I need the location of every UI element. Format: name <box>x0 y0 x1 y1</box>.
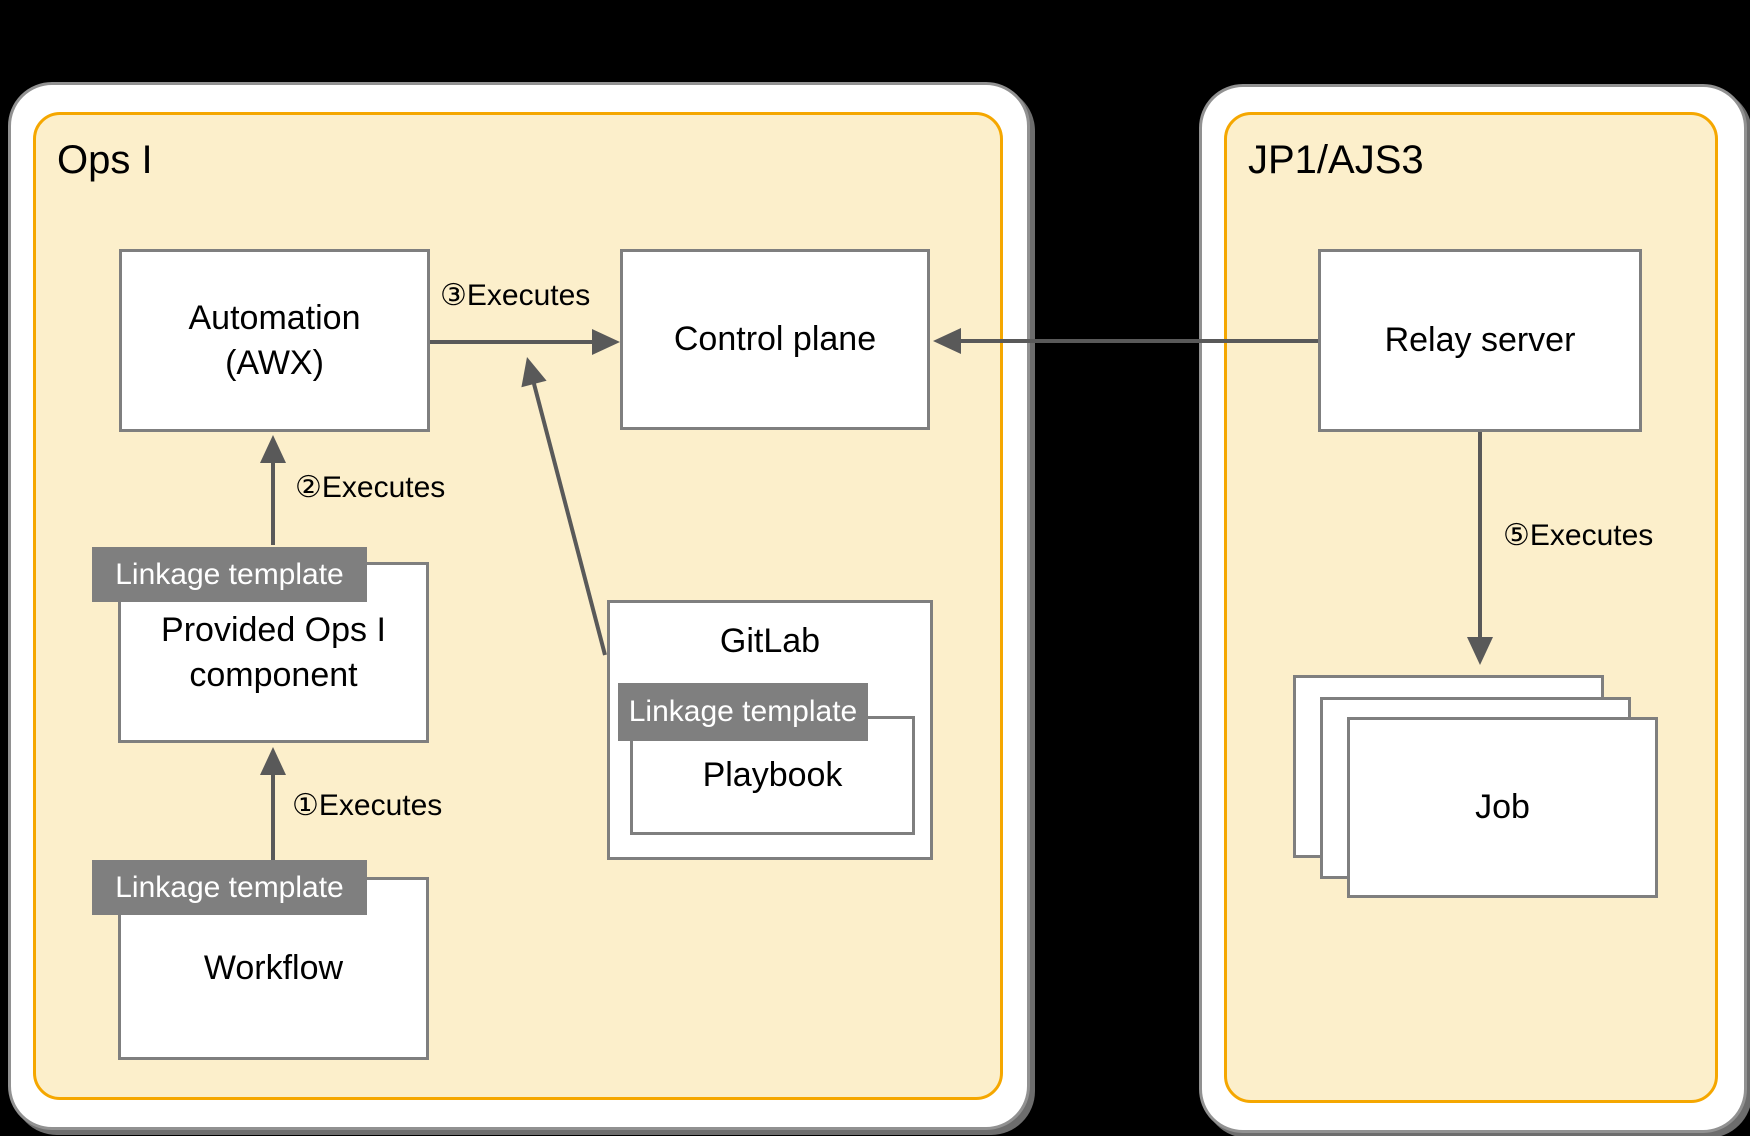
ops-i-title: Ops I <box>57 138 153 182</box>
gitlab-label: GitLab <box>719 622 821 660</box>
control-plane-box: Control plane <box>620 249 930 430</box>
relay-server-box: Relay server <box>1318 249 1642 432</box>
linkage-template-tag-playbook: Linkage template <box>618 683 868 741</box>
step1-executes-label: ①Executes <box>292 789 443 822</box>
step2-executes-label: ②Executes <box>295 471 446 504</box>
linkage-template-tag-workflow: Linkage template <box>92 860 367 915</box>
automation-awx-box: Automation (AWX) <box>119 249 430 432</box>
job-box: Job <box>1347 717 1658 898</box>
linkage-template-tag-component: Linkage template <box>92 547 367 602</box>
jp1-ajs3-title: JP1/AJS3 <box>1248 138 1424 182</box>
step3-executes-label: ③Executes <box>440 279 591 312</box>
step5-executes-label: ⑤Executes <box>1503 519 1654 552</box>
